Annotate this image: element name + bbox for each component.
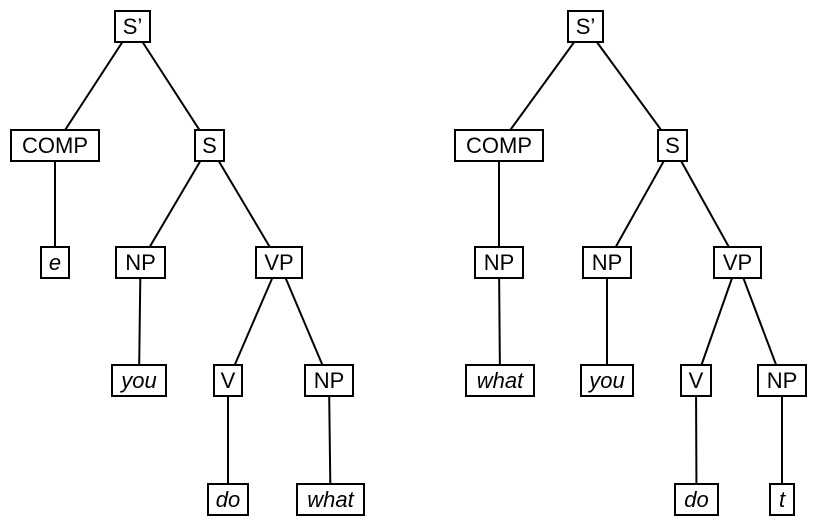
left-edge-sbar-s bbox=[131, 25, 211, 147]
left-edge-vp-v bbox=[227, 262, 280, 381]
right-node-np-comp: NP bbox=[474, 246, 524, 279]
right-node-comp: COMP bbox=[454, 129, 544, 162]
right-edge-v-do bbox=[695, 380, 698, 500]
right-node-s-bar: S’ bbox=[567, 10, 604, 43]
right-node-np-subject: NP bbox=[582, 246, 632, 279]
right-edge-sbar-s bbox=[584, 25, 674, 147]
left-node-you: you bbox=[111, 364, 167, 397]
left-edge-sbar-comp bbox=[54, 25, 134, 147]
right-edge-s-np bbox=[606, 145, 674, 263]
right-edge-np-what bbox=[498, 262, 501, 381]
left-node-s: S bbox=[194, 129, 225, 162]
right-node-vp: VP bbox=[713, 246, 762, 279]
left-edge-np-you bbox=[138, 262, 142, 381]
left-edge-s-vp bbox=[208, 144, 280, 264]
right-node-you: you bbox=[580, 364, 634, 397]
right-edge-sbar-comp bbox=[498, 25, 587, 147]
left-edge-np-what bbox=[328, 380, 332, 500]
right-node-s: S bbox=[657, 129, 688, 162]
left-node-e: e bbox=[40, 246, 70, 279]
right-edge-s-vp bbox=[671, 145, 739, 263]
right-node-what: what bbox=[465, 364, 535, 397]
right-node-v: V bbox=[680, 364, 712, 397]
right-node-np-object: NP bbox=[757, 364, 807, 397]
right-edge-vp-v bbox=[695, 262, 739, 381]
left-node-vp: VP bbox=[255, 246, 303, 279]
left-node-do: do bbox=[207, 483, 249, 516]
left-node-what: what bbox=[296, 483, 365, 516]
left-node-v: V bbox=[213, 364, 243, 397]
right-node-trace: t bbox=[769, 483, 795, 516]
left-edge-vp-np bbox=[278, 262, 330, 381]
right-edge-vp-np bbox=[736, 262, 783, 381]
left-edge-s-np bbox=[139, 144, 211, 264]
right-node-do: do bbox=[674, 483, 719, 516]
left-node-np-subject: NP bbox=[115, 246, 166, 279]
left-node-comp: COMP bbox=[10, 129, 100, 162]
left-node-s-bar: S’ bbox=[114, 10, 151, 43]
left-node-np-object: NP bbox=[304, 364, 354, 397]
